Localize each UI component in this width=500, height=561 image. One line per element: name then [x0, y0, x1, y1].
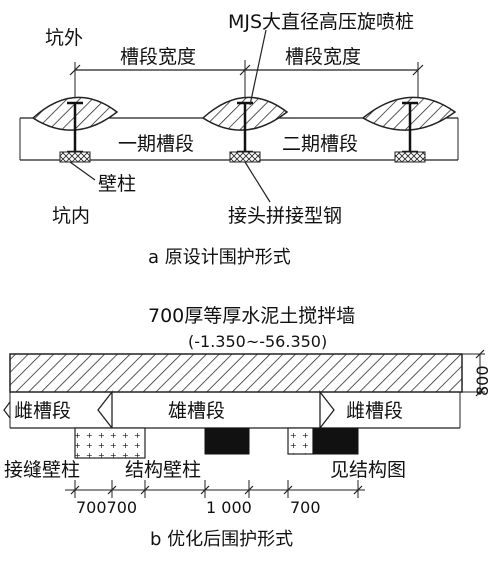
- structural-column: [204, 427, 250, 455]
- dim-1000: 1 000: [206, 498, 252, 517]
- mixing-wall: [9, 353, 463, 393]
- bottom-dimensions: [65, 480, 365, 498]
- elevation-range: (-1.350~-56.350): [188, 332, 327, 351]
- diagram-a: 坑外 MJS大直径高压旋喷桩 槽段宽度 槽段宽度 一期槽段 二期槽段 壁柱 坑内…: [19, 11, 459, 268]
- mjs-label: MJS大直径高压旋喷桩: [228, 11, 414, 33]
- see-drawing-speckle: [287, 427, 314, 455]
- caption-b: b 优化后围护形式: [150, 529, 293, 550]
- wall-column-left: [59, 151, 91, 163]
- joint-steel-label: 接头拼接型钢: [228, 205, 342, 227]
- dim-800: 800: [473, 365, 492, 396]
- see-drawing-label: 见结构图: [330, 459, 406, 481]
- center-segment-label: 雄槽段: [168, 400, 225, 422]
- see-drawing-column: [312, 427, 359, 455]
- diagram-b: 700厚等厚水泥土搅拌墙 (-1.350~-56.350) 800 雌槽段 雄槽…: [3, 305, 492, 550]
- joint-column: [74, 427, 146, 459]
- outside-label: 坑外: [45, 27, 83, 49]
- wall-column-right: [394, 151, 426, 163]
- wall-column-label: 壁柱: [98, 173, 136, 195]
- inside-label: 坑内: [52, 205, 90, 227]
- dim-700-700: 700700: [76, 498, 137, 517]
- wall-column-center: [229, 151, 261, 163]
- left-edge-notch: [3, 401, 11, 419]
- structural-column-label: 结构壁柱: [125, 459, 201, 481]
- width-label-right: 槽段宽度: [285, 46, 361, 68]
- width-label-left: 槽段宽度: [120, 46, 196, 68]
- left-segment-label: 雌槽段: [14, 400, 71, 422]
- caption-a: a 原设计围护形式: [148, 247, 291, 268]
- joint-wedge-left: [97, 390, 113, 430]
- phase1-label: 一期槽段: [118, 133, 194, 155]
- dimension-800: [462, 349, 485, 397]
- right-segment-label: 雌槽段: [346, 400, 403, 422]
- phase2-label: 二期槽段: [282, 133, 358, 155]
- joint-column-label: 接缝壁柱: [4, 459, 80, 481]
- wall-label: 700厚等厚水泥土搅拌墙: [148, 305, 355, 327]
- dim-700: 700: [290, 498, 321, 517]
- joint-wedge-right: [319, 390, 335, 430]
